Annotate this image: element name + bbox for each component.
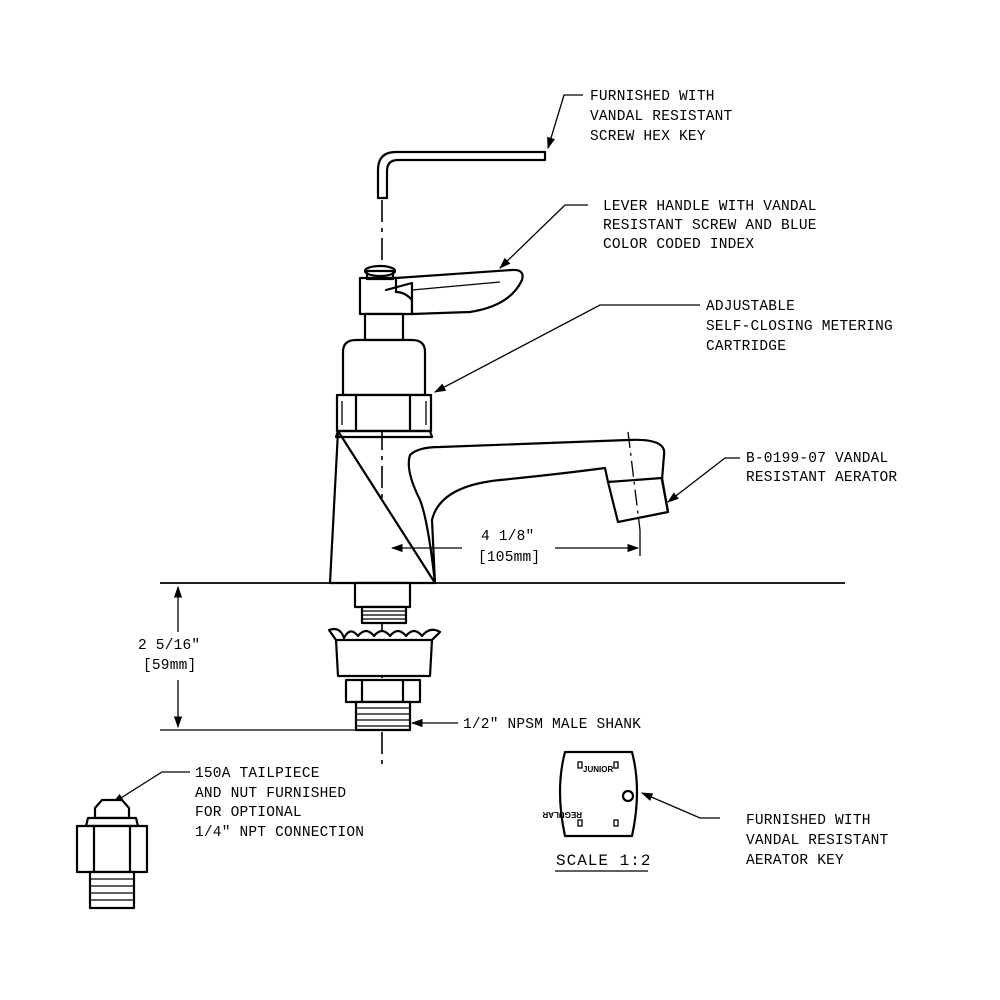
tailpiece xyxy=(75,798,149,910)
shank-assembly xyxy=(327,581,442,732)
callout-tailpiece: 150A TAILPIECE AND NUT FURNISHED FOR OPT… xyxy=(195,766,364,841)
dim-reach-imperial: 4 1/8" xyxy=(481,529,534,545)
callout-shank: 1/2" NPSM MALE SHANK xyxy=(463,717,641,733)
callout-aerator-key-line-3: AERATOR KEY xyxy=(746,853,844,869)
key-label-bottom: REGULAR xyxy=(542,810,582,819)
dimension-spout-reach xyxy=(390,530,641,556)
callout-aerator-key-line-1: FURNISHED WITH xyxy=(746,813,871,829)
cartridge-housing xyxy=(335,338,433,433)
callout-tailpiece-line-4: 1/4" NPT CONNECTION xyxy=(195,825,364,841)
callout-hex-key-line-2: VANDAL RESISTANT xyxy=(590,109,733,125)
dim-reach-metric: [105mm] xyxy=(478,550,540,566)
scale-label: SCALE 1:2 xyxy=(556,852,651,870)
faucet-body xyxy=(328,429,670,585)
callout-tailpiece-line-3: FOR OPTIONAL xyxy=(195,805,302,821)
callout-aerator-line-2: RESISTANT AERATOR xyxy=(746,470,897,486)
dim-height-imperial: 2 5/16" xyxy=(138,638,200,654)
callout-tailpiece-line-2: AND NUT FURNISHED xyxy=(195,786,346,802)
lever-handle xyxy=(358,264,524,316)
callout-hex-key-line-3: SCREW HEX KEY xyxy=(590,129,706,145)
callout-hex-key-line-1: FURNISHED WITH xyxy=(590,89,715,105)
callout-cartridge-line-2: SELF-CLOSING METERING xyxy=(706,319,893,335)
callout-cartridge: ADJUSTABLE SELF-CLOSING METERING CARTRID… xyxy=(706,299,893,355)
dimension-shank-height xyxy=(160,585,355,731)
callout-lever-handle: LEVER HANDLE WITH VANDAL RESISTANT SCREW… xyxy=(603,199,817,253)
callout-tailpiece-line-1: 150A TAILPIECE xyxy=(195,766,320,782)
callout-cartridge-line-3: CARTRIDGE xyxy=(706,339,786,355)
stem xyxy=(363,312,405,342)
leader-lines xyxy=(112,94,740,819)
dim-height-metric: [59mm] xyxy=(143,658,196,674)
callout-cartridge-line-1: ADJUSTABLE xyxy=(706,299,795,315)
callout-lever-line-1: LEVER HANDLE WITH VANDAL xyxy=(603,199,817,215)
key-label-top: JUNIOR xyxy=(583,765,613,774)
callout-hex-key: FURNISHED WITH VANDAL RESISTANT SCREW HE… xyxy=(590,89,733,145)
hex-key xyxy=(376,150,547,200)
aerator-key xyxy=(558,750,639,838)
callout-lever-line-3: COLOR CODED INDEX xyxy=(603,237,754,253)
callout-aerator-line-1: B-0199-07 VANDAL xyxy=(746,451,888,467)
callout-aerator-key-line-2: VANDAL RESISTANT xyxy=(746,833,889,849)
callout-aerator: B-0199-07 VANDAL RESISTANT AERATOR xyxy=(746,451,897,486)
callout-aerator-key: FURNISHED WITH VANDAL RESISTANT AERATOR … xyxy=(746,813,889,869)
aerator-key-hole xyxy=(621,789,635,803)
callout-lever-line-2: RESISTANT SCREW AND BLUE xyxy=(603,218,817,234)
